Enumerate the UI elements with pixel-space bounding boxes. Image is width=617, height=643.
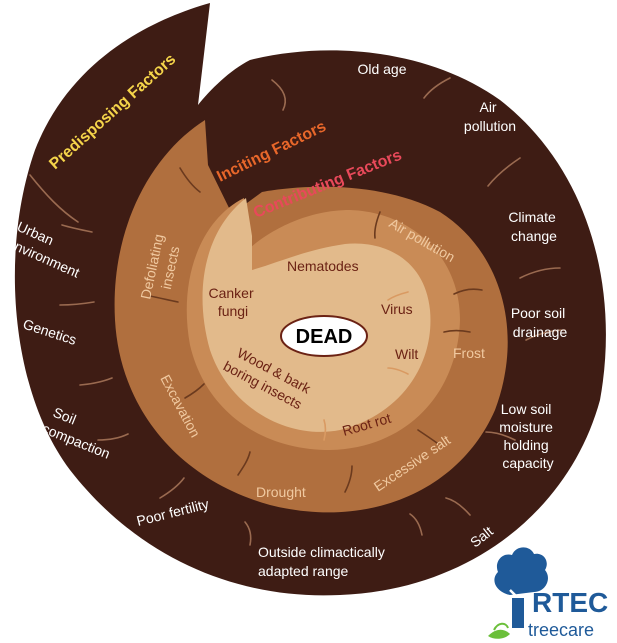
- arrow: [387, 291, 409, 301]
- factor-label-climate-change: Climate change: [508, 209, 559, 244]
- dead-ellipse: [280, 315, 368, 357]
- factor-label-nematodes: Nematodes: [287, 258, 359, 274]
- factor-label-virus: Virus: [381, 301, 413, 317]
- arrow: [487, 157, 521, 187]
- arrow: [244, 521, 252, 546]
- contributing-arrows: [323, 291, 409, 441]
- arrow: [443, 329, 471, 333]
- arrow: [59, 301, 95, 306]
- arrow: [29, 174, 79, 223]
- arrow: [179, 167, 201, 193]
- arrow: [525, 329, 566, 341]
- factor-label-canker-fungi: Canker fungi: [208, 285, 257, 319]
- factor-label-drought: Drought: [256, 484, 306, 500]
- arrow: [61, 224, 93, 233]
- factor-label-low-soil-moisture: Low soil moisture holding capacity: [499, 401, 557, 471]
- factor-label-poor-soil-drainage: Poor soil drainage: [511, 305, 569, 340]
- factor-label-wilt: Wilt: [395, 346, 418, 362]
- brand-logo: RTEC treecare: [488, 547, 608, 640]
- arrow: [453, 288, 483, 295]
- factor-label-air-pollution: Air pollution: [464, 99, 516, 134]
- inciting-arrows: [149, 167, 483, 493]
- arrow: [485, 431, 516, 441]
- logo-brand: RTEC: [532, 587, 608, 618]
- arrow: [387, 367, 409, 375]
- dead-badge: DEAD: [280, 315, 368, 357]
- arrow: [97, 433, 129, 441]
- arrow: [237, 451, 251, 476]
- predisposing-arrows: [29, 77, 566, 546]
- tree-icon: [488, 547, 548, 639]
- arrow: [271, 79, 287, 111]
- arrow: [373, 211, 381, 239]
- factor-label-outside-range: Outside climactically adapted range: [258, 544, 389, 579]
- dead-label: DEAD: [296, 326, 353, 348]
- logo-tagline: treecare: [528, 620, 594, 640]
- arrow: [445, 497, 471, 516]
- arrow: [159, 477, 185, 499]
- arrow: [79, 377, 113, 386]
- arrow: [423, 77, 451, 99]
- arrow: [409, 513, 423, 536]
- arrow: [149, 295, 179, 303]
- arrow: [519, 267, 561, 279]
- arrow: [323, 419, 327, 441]
- core-area: [202, 198, 431, 432]
- factor-label-old-age: Old age: [357, 61, 406, 77]
- arrow: [417, 429, 438, 444]
- factor-label-frost: Frost: [453, 345, 485, 361]
- arrow: [184, 383, 205, 399]
- arrow: [344, 465, 353, 493]
